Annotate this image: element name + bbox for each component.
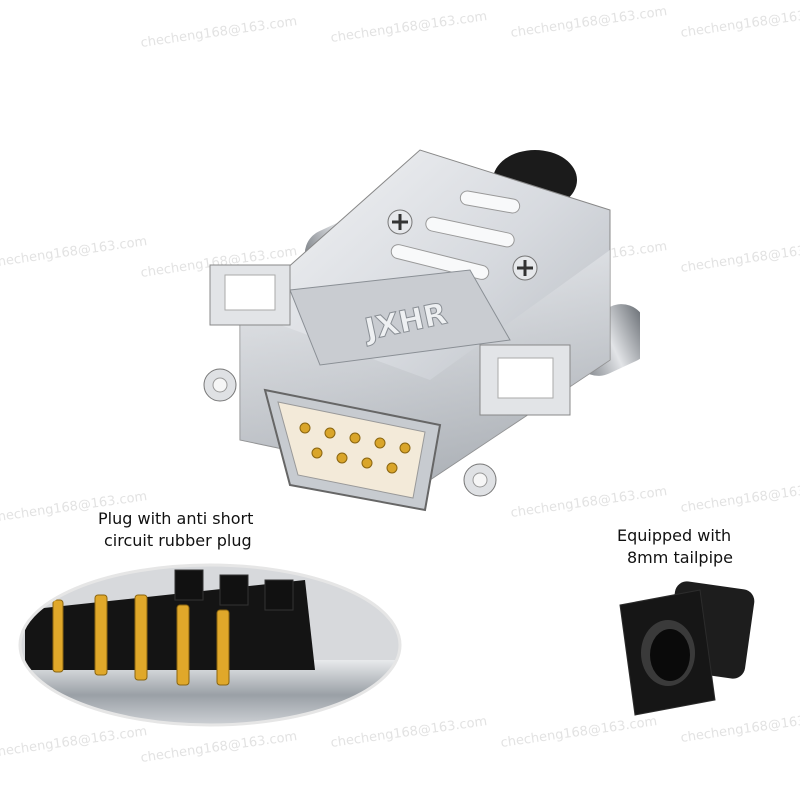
pin-insert xyxy=(277,401,426,499)
rubber-plug-caption: Plug with anti short circuit rubber plug xyxy=(98,508,253,552)
pin-detail-zoom-image xyxy=(18,563,402,727)
caption-line: Equipped with xyxy=(617,526,732,545)
caption-line: circuit rubber plug xyxy=(104,531,252,550)
db9-connector-image: JXHR xyxy=(203,149,640,512)
watermark-text: checheng168@163.com xyxy=(139,14,299,51)
watermark-text: checheng168@163.com xyxy=(509,4,669,41)
gold-pins xyxy=(299,422,411,474)
watermark-text: checheng168@163.com xyxy=(679,4,800,41)
watermark-text: checheng168@163.com xyxy=(139,729,299,766)
watermark-text: checheng168@163.com xyxy=(0,234,149,271)
tailpipe-image xyxy=(619,581,755,716)
caption-line: Plug with anti short xyxy=(98,509,254,528)
gold-pins xyxy=(52,594,230,686)
watermark-text: checheng168@163.com xyxy=(329,9,489,46)
caption-line: 8mm tailpipe xyxy=(627,548,734,567)
logo-plate xyxy=(289,269,511,366)
watermark-text: checheng168@163.com xyxy=(679,479,800,516)
watermark-text: checheng168@163.com xyxy=(679,239,800,276)
tailpipe-caption: Equipped with 8mm tailpipe xyxy=(617,525,733,569)
